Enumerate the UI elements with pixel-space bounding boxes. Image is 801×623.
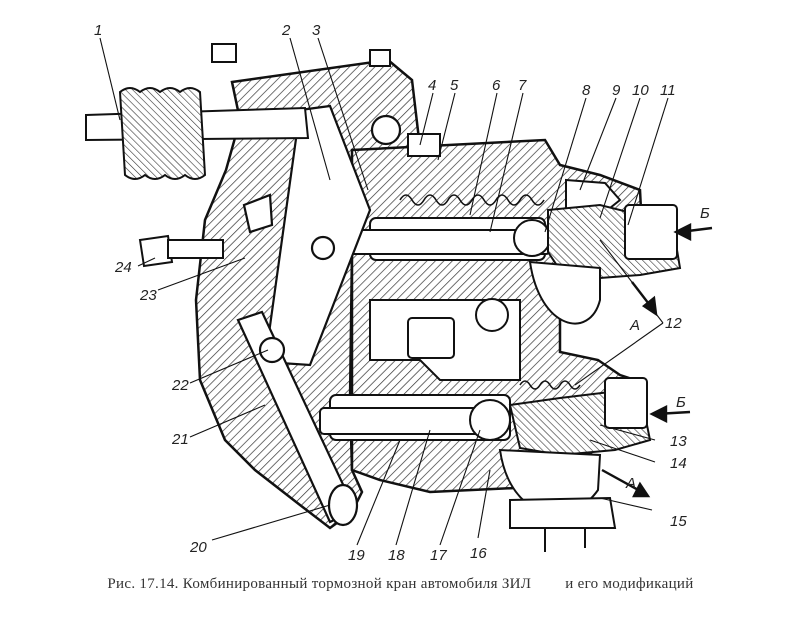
callout-1: 1 [94, 22, 102, 39]
caption-tail: и его модификаций [565, 576, 694, 592]
pull-rod [85, 87, 310, 180]
callout-12: 12 [665, 315, 682, 332]
callout-21: 21 [171, 431, 189, 448]
leader-lines [99, 37, 669, 546]
callout-13: 13 [670, 433, 687, 450]
fittings [604, 204, 678, 429]
callout-4: 4 [428, 77, 436, 94]
callout-5: 5 [450, 77, 459, 94]
figure-caption: Рис. 17.14. Комбинированный тормозной кр… [0, 576, 801, 593]
callout-11: 11 [660, 82, 676, 99]
flow-label-a-upper: A [629, 317, 640, 334]
callout-15: 15 [670, 513, 687, 530]
lower-valve-unit [498, 390, 652, 552]
callout-numbers: 1 2 3 4 5 6 7 8 9 10 11 12 13 14 15 16 1… [94, 22, 687, 564]
flow-label-a-lower: A [625, 475, 636, 492]
callout-7: 7 [518, 77, 527, 94]
caption-main: Рис. 17.14. Комбинированный тормозной кр… [107, 576, 532, 592]
callout-17: 17 [430, 547, 447, 564]
callout-8: 8 [582, 82, 591, 99]
callout-10: 10 [632, 82, 649, 99]
callout-22: 22 [171, 377, 189, 394]
callout-14: 14 [670, 455, 687, 472]
callout-16: 16 [470, 545, 487, 562]
flow-label-b-upper: Б [700, 205, 710, 222]
callout-19: 19 [348, 547, 365, 564]
callout-3: 3 [312, 22, 321, 39]
flow-labels: Б Б A A [625, 205, 710, 492]
callout-6: 6 [492, 77, 501, 94]
callout-20: 20 [189, 539, 207, 556]
flow-label-b-lower: Б [676, 394, 686, 411]
callout-18: 18 [388, 547, 405, 564]
adjusting-bolts [138, 43, 441, 268]
callout-2: 2 [281, 22, 291, 39]
callout-9: 9 [612, 82, 621, 99]
callout-24: 24 [114, 259, 132, 276]
callout-23: 23 [139, 287, 157, 304]
lever-assembly [236, 104, 402, 527]
